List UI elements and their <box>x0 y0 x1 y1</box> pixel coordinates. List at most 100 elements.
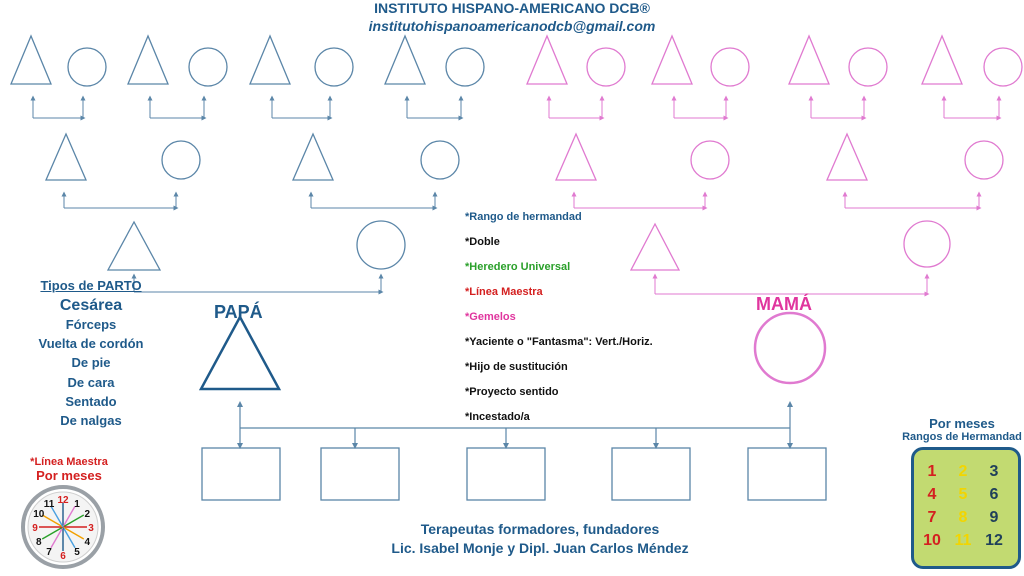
clock-ray <box>50 505 64 528</box>
connector-line <box>548 98 602 118</box>
ranges-title: Por meses <box>929 416 995 431</box>
mother-circle <box>753 311 827 385</box>
birth-type-item: Cesárea <box>59 297 123 314</box>
mother-label: MAMÁ <box>756 294 812 314</box>
institute-title: INSTITUTO HISPANO-AMERICANO DCB® <box>374 0 650 16</box>
clock-number: 10 <box>33 509 45 520</box>
clock-ray <box>41 526 64 540</box>
legend-item: *Doble <box>465 236 500 248</box>
connector-line <box>271 98 330 118</box>
connector-line <box>673 98 726 118</box>
range-number: 7 <box>927 509 937 526</box>
range-number: 5 <box>958 486 968 503</box>
footer-credits: Terapeutas formadores, fundadores Lic. I… <box>340 520 740 558</box>
ranges-heading: Por meses Rangos de Hermandad <box>900 416 1024 443</box>
grandfather-triangle <box>45 132 87 181</box>
legend-item: *Hijo de sustitución <box>465 361 568 373</box>
clock-number: 7 <box>46 547 52 558</box>
linea-maestra-title: *Línea Maestra <box>30 456 108 468</box>
clock-number: 2 <box>84 509 90 520</box>
child-box <box>611 447 691 501</box>
range-number: 12 <box>985 532 1003 549</box>
connector-line <box>149 98 204 118</box>
clock-number: 11 <box>44 499 55 510</box>
clock-number: 12 <box>57 495 69 506</box>
range-number: 6 <box>989 486 999 503</box>
great-grandfather-triangle <box>651 34 693 85</box>
clock-number: 8 <box>36 537 42 548</box>
birth-type-item: De pie <box>71 355 111 371</box>
grandfather-triangle <box>826 132 868 181</box>
child-box <box>320 447 400 501</box>
linea-maestra-label: *Línea Maestra Por meses <box>14 456 124 483</box>
clock-number: 4 <box>84 537 90 548</box>
grandfather-triangle <box>292 132 334 181</box>
great-grandmother-circle <box>848 47 888 87</box>
great-grandfather-triangle <box>921 34 963 85</box>
great-grandmother-circle <box>445 47 485 87</box>
great-grandmother-circle <box>188 47 228 87</box>
great-grandmother-circle <box>983 47 1023 87</box>
father-triangle <box>198 314 282 391</box>
grandmother-circle <box>690 140 730 180</box>
grandmother-circle <box>964 140 1004 180</box>
child-box <box>201 447 281 501</box>
legend-item: *Rango de hermandad <box>465 211 582 223</box>
legend-list: *Rango de hermandad *Doble *Heredero Uni… <box>465 210 653 435</box>
great-grandfather-triangle <box>249 34 291 85</box>
legend-item: *Yaciente o "Fantasma": Vert./Horiz. <box>465 336 653 348</box>
great-grandfather-triangle <box>526 34 568 85</box>
range-number: 11 <box>954 532 972 549</box>
ranges-subtitle: Rangos de Hermandad <box>902 431 1022 443</box>
clock-ray <box>50 526 64 549</box>
range-number: 2 <box>958 463 968 480</box>
birth-types-title: Tipos de PARTO <box>40 278 142 293</box>
great-grandmother-circle <box>314 47 354 87</box>
great-grandmother-circle <box>710 47 750 87</box>
range-number: 1 <box>927 463 937 480</box>
connector-line <box>32 98 83 118</box>
footer-line-2: Lic. Isabel Monje y Dipl. Juan Carlos Mé… <box>391 540 689 556</box>
birth-type-item: Fórceps <box>65 317 117 332</box>
birth-types-panel: Tipos de PARTO Cesárea Fórceps Vuelta de… <box>14 278 168 430</box>
legend-item: *Incestado/a <box>465 411 530 423</box>
institute-email: institutohispanoamericanodcb@gmail.com <box>368 18 656 34</box>
connector-line <box>810 98 864 118</box>
clock-number: 6 <box>60 551 66 562</box>
clock-ray <box>62 514 85 528</box>
father-father-triangle <box>106 220 162 271</box>
father-mother-circle <box>356 220 406 270</box>
clock-number: 9 <box>32 523 38 534</box>
grandmother-circle <box>420 140 460 180</box>
clock-ray <box>41 514 64 528</box>
clock-ray <box>62 526 76 549</box>
mother-father-triangle <box>629 222 681 271</box>
great-grandfather-triangle <box>384 34 426 85</box>
father-label: PAPÁ <box>214 302 263 322</box>
clock-ray <box>62 526 85 540</box>
range-number: 10 <box>923 532 941 549</box>
legend-item: *Proyecto sentido <box>465 386 559 398</box>
great-grandfather-triangle <box>788 34 830 85</box>
child-box <box>747 447 827 501</box>
connector-line <box>406 98 461 118</box>
great-grandfather-triangle <box>10 34 52 85</box>
range-number: 4 <box>927 486 937 503</box>
connector-line <box>844 194 979 208</box>
legend-item: *Heredero Universal <box>465 261 571 273</box>
range-number: 3 <box>989 463 999 480</box>
great-grandmother-circle <box>586 47 626 87</box>
clock-number: 3 <box>88 523 94 534</box>
connector-line <box>573 194 705 208</box>
child-box <box>466 447 546 501</box>
mother-mother-circle <box>903 220 951 268</box>
range-number: 8 <box>958 509 968 526</box>
connector-line <box>133 276 381 292</box>
connector-line <box>943 98 999 118</box>
clock-ray <box>62 505 76 528</box>
clock-number: 5 <box>74 547 80 558</box>
birth-type-item: De cara <box>67 374 115 390</box>
